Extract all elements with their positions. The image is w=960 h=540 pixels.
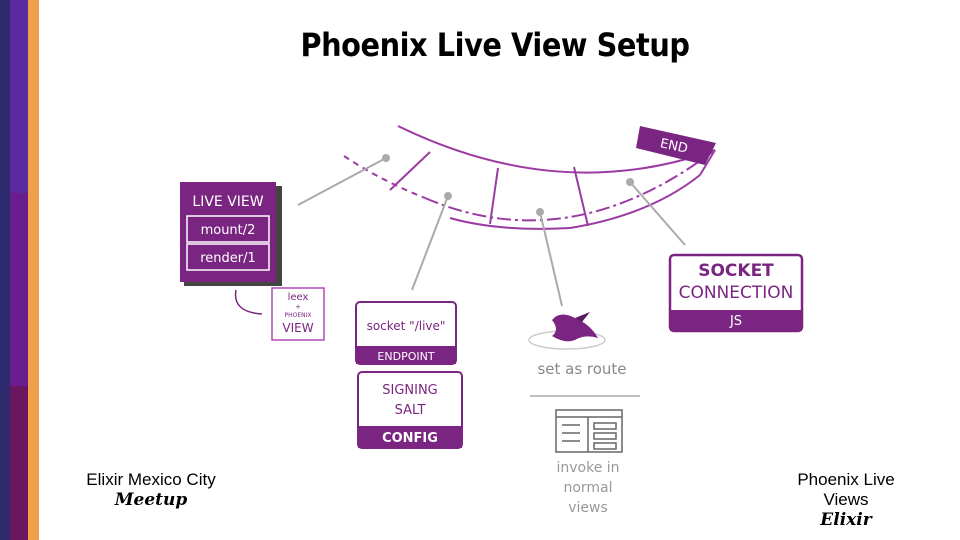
template-leex: leex xyxy=(288,292,309,303)
template-arrow xyxy=(234,289,263,315)
footer-left-line2: Meetup xyxy=(114,490,188,510)
template-plus: + xyxy=(295,303,301,311)
left-stripe-purple xyxy=(10,0,28,540)
invoke-line3: views xyxy=(568,500,608,516)
socket-label: JS xyxy=(729,314,742,329)
config-line1: SIGNING xyxy=(382,383,438,398)
template-card: leex + PHOENIX VIEW xyxy=(271,287,325,341)
socket-line2: CONNECTION xyxy=(679,283,794,303)
live-view-item-render: render/1 xyxy=(200,251,256,266)
live-view-title: LIVE VIEW xyxy=(192,194,263,210)
endpoint-text: socket "/live" xyxy=(367,319,446,333)
footer-right-line1: Phoenix Live Views xyxy=(797,470,895,509)
left-stripe-dark xyxy=(0,0,10,540)
footer-right: Phoenix Live Views Elixir xyxy=(778,470,914,530)
invoke-line2: normal xyxy=(563,480,612,496)
end-tag: END xyxy=(636,126,716,165)
left-stripe-orange xyxy=(28,0,39,540)
socket-connection-card: SOCKET CONNECTION JS xyxy=(668,253,804,333)
invoke-line1: invoke in xyxy=(556,460,619,476)
config-label: CONFIG xyxy=(382,431,438,446)
route-label: set as route xyxy=(537,360,626,378)
normal-view-window-icon xyxy=(555,409,623,453)
config-card: SIGNING SALT CONFIG xyxy=(357,371,463,449)
lifecycle-arc xyxy=(343,125,716,230)
footer-left-line1: Elixir Mexico City xyxy=(86,470,216,489)
live-view-item-mount: mount/2 xyxy=(201,223,256,238)
endpoint-label: ENDPOINT xyxy=(377,350,434,363)
endpoint-card: socket "/live" ENDPOINT xyxy=(355,301,457,365)
connectors xyxy=(297,154,686,307)
slide-title: Phoenix Live View Setup xyxy=(300,26,690,64)
template-phoenix: PHOENIX xyxy=(284,312,311,319)
footer-right-line2: Elixir xyxy=(820,510,872,530)
config-line2: SALT xyxy=(395,403,426,418)
phoenix-bird-icon xyxy=(528,312,606,350)
live-view-card: LIVE VIEW mount/2 render/1 xyxy=(180,182,282,286)
template-view: VIEW xyxy=(282,321,313,335)
socket-line1: SOCKET xyxy=(698,261,774,281)
end-label: END xyxy=(659,136,689,156)
footer-left: Elixir Mexico City Meetup xyxy=(86,470,216,510)
